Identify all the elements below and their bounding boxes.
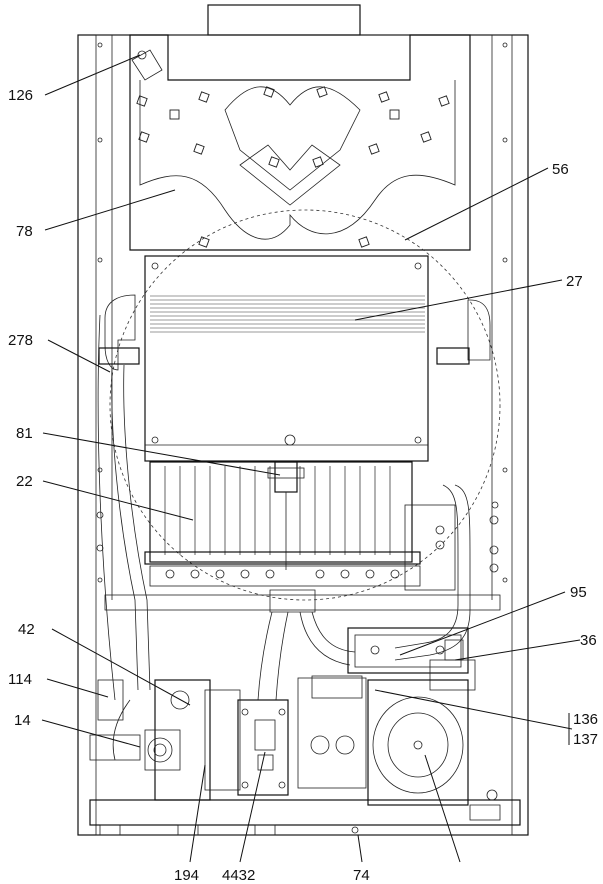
control-block [297, 675, 367, 789]
callout-22: 22 [16, 473, 33, 490]
callout-81: 81 [16, 425, 33, 442]
callout-78: 78 [16, 223, 33, 240]
base-plate [89, 789, 521, 836]
callout-114: 114 [8, 671, 32, 688]
callout-14: 14 [14, 712, 31, 729]
callout-27: 27 [566, 273, 583, 290]
lower-chassis [104, 589, 501, 701]
combustion-chamber-outline [109, 209, 501, 601]
circulation-pump [367, 679, 469, 806]
fan-unit [347, 627, 469, 674]
callout-126: 126 [8, 87, 33, 104]
callout-56: 56 [552, 161, 569, 178]
callout-36: 36 [580, 632, 597, 649]
callout-137: 137 [573, 731, 598, 748]
leader-lines [41, 54, 581, 863]
callout-278: 278 [8, 332, 33, 349]
callout-4432: 4432 [222, 867, 255, 884]
boiler-casing [77, 4, 529, 836]
callout-136: 136 [573, 711, 598, 728]
callout-95: 95 [570, 584, 587, 601]
callout-194: 194 [174, 867, 199, 884]
callout-42: 42 [18, 621, 35, 638]
callout-74: 74 [353, 867, 370, 884]
fan-hood [98, 255, 491, 462]
callout-labels: 126 78 56 27 278 81 22 95 42 36 114 136 … [8, 87, 598, 884]
left-pipe [97, 314, 151, 701]
gas-valve [204, 689, 289, 796]
burner-assembly [144, 461, 456, 591]
mounting-bracket [129, 34, 471, 251]
pressure-sensor [429, 639, 476, 691]
right-pipe [394, 484, 471, 661]
hydraulic-group [89, 679, 211, 801]
